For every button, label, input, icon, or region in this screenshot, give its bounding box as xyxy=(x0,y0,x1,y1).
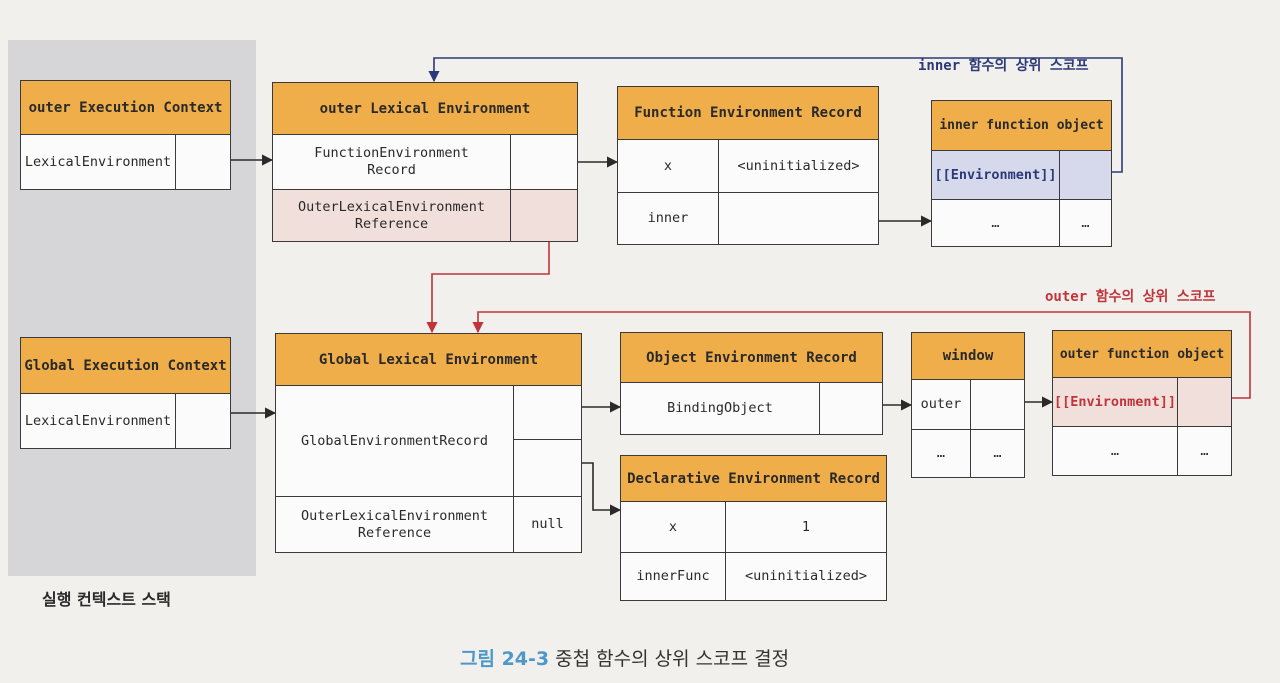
inner-fo-title: inner function object xyxy=(932,101,1111,151)
window-outer-pointer xyxy=(970,380,1024,429)
outer-fo-more-2: … xyxy=(1177,426,1231,475)
der-row-innerfunc-name: innerFunc xyxy=(621,552,725,600)
outer-le-outer-reference: OuterLexicalEnvironment Reference xyxy=(273,189,510,241)
global-execution-context: Global Execution Context LexicalEnvironm… xyxy=(20,337,231,449)
global-ec-lexical-environment: LexicalEnvironment xyxy=(24,412,172,429)
oer-binding-pointer xyxy=(819,383,882,434)
window-more-2: … xyxy=(970,429,1024,477)
function-environment-record: Function Environment Record x <uninitial… xyxy=(617,86,879,245)
window-title: window xyxy=(912,333,1024,380)
window-outer-key: outer xyxy=(920,396,962,413)
outer-le-title: outer Lexical Environment xyxy=(273,83,577,135)
der-row-x-value: 1 xyxy=(725,502,886,552)
execution-context-stack-label: 실행 컨텍스트 스택 xyxy=(42,590,171,609)
outer-le-fer-pointer xyxy=(510,135,577,189)
arrow-outer-env-to-global-le xyxy=(472,311,1251,399)
figure-caption-text: 중첩 함수의 상위 스코프 결정 xyxy=(555,648,790,670)
outer-ec-lexical-environment: LexicalEnvironment xyxy=(24,153,172,170)
outer-fo-more-1: … xyxy=(1053,426,1177,475)
oer-binding-object: BindingObject xyxy=(667,400,773,417)
fer-title: Function Environment Record xyxy=(618,87,878,140)
inner-scope-annotation: inner 함수의 상위 스코프 xyxy=(918,58,1089,74)
outer-fo-environment-pointer xyxy=(1177,378,1231,426)
global-le-outer-reference: OuterLexicalEnvironment Reference xyxy=(276,496,513,552)
fer-row-inner-name: inner xyxy=(618,192,718,244)
global-le-null-value: null xyxy=(513,496,581,552)
outer-scope-annotation: outer 함수의 상위 스코프 xyxy=(1045,289,1216,305)
outer-lexical-environment: outer Lexical Environment FunctionEnviro… xyxy=(272,82,578,242)
object-environment-record: Object Environment Record BindingObject xyxy=(620,332,883,435)
global-er-declarative-pointer xyxy=(513,439,581,496)
figure-caption: 그림 24-3 중첩 함수의 상위 스코프 결정 xyxy=(460,644,789,671)
global-execution-context-title: Global Execution Context xyxy=(21,338,230,394)
outer-le-function-environment-record: FunctionEnvironment Record xyxy=(314,145,469,178)
outer-fo-environment-slot: [[Environment]] xyxy=(1053,378,1177,426)
der-row-x-name: x xyxy=(668,518,678,535)
fer-row-inner-value xyxy=(718,192,878,244)
outer-ec-pointer-cell xyxy=(175,135,230,189)
inner-fo-more-2: … xyxy=(1059,199,1111,246)
window-more-1: … xyxy=(912,429,970,477)
inner-fo-more-1: … xyxy=(932,199,1059,246)
der-title: Declarative Environment Record xyxy=(621,456,886,502)
outer-execution-context-title: outer Execution Context xyxy=(21,81,230,135)
outer-execution-context: outer Execution Context LexicalEnvironme… xyxy=(20,80,231,190)
window-object: window outer … … xyxy=(911,332,1025,478)
inner-function-object: inner function object [[Environment]] … … xyxy=(931,100,1112,247)
inner-fo-environment-pointer xyxy=(1059,151,1111,199)
figure-number: 그림 24-3 xyxy=(460,648,550,670)
outer-le-outer-reference-pointer xyxy=(510,189,577,241)
arrow-outer-ref-to-global-le xyxy=(426,219,550,334)
global-lexical-environment: Global Lexical Environment GlobalEnviron… xyxy=(275,333,582,553)
declarative-environment-record: Declarative Environment Record x 1 inner… xyxy=(620,455,887,601)
oer-title: Object Environment Record xyxy=(621,333,882,383)
fer-row-x-name: x xyxy=(663,157,673,174)
der-row-innerfunc-value: <uninitialized> xyxy=(725,552,886,600)
fer-row-x-value: <uninitialized> xyxy=(718,140,878,192)
outer-fo-title: outer function object xyxy=(1053,331,1231,378)
global-le-title: Global Lexical Environment xyxy=(276,334,581,386)
global-environment-record: GlobalEnvironmentRecord xyxy=(301,432,488,449)
global-er-object-pointer xyxy=(513,386,581,439)
outer-function-object: outer function object [[Environment]] … … xyxy=(1052,330,1232,476)
global-ec-pointer-cell xyxy=(175,394,230,448)
inner-fo-environment-slot: [[Environment]] xyxy=(932,151,1059,199)
